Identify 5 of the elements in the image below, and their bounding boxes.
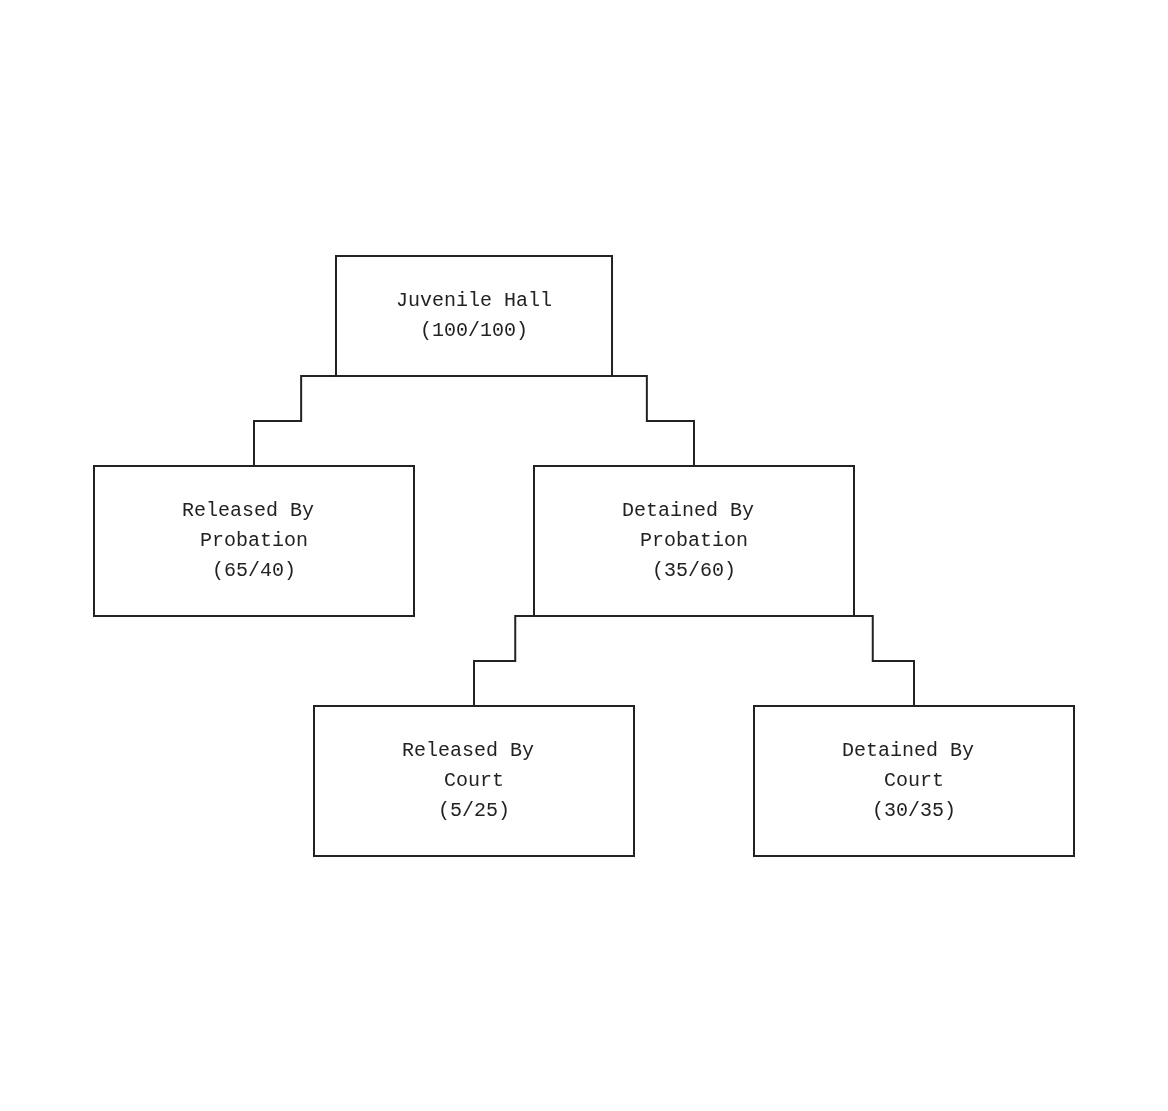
node-box: Released By Court (5/25): [313, 704, 635, 857]
node-box: Detained By Probation (35/60): [533, 464, 855, 617]
node-box: Juvenile Hall (100/100): [335, 254, 613, 377]
node-box: Detained By Court (30/35): [753, 704, 1075, 857]
node-box: Released By Probation (65/40): [93, 464, 415, 617]
